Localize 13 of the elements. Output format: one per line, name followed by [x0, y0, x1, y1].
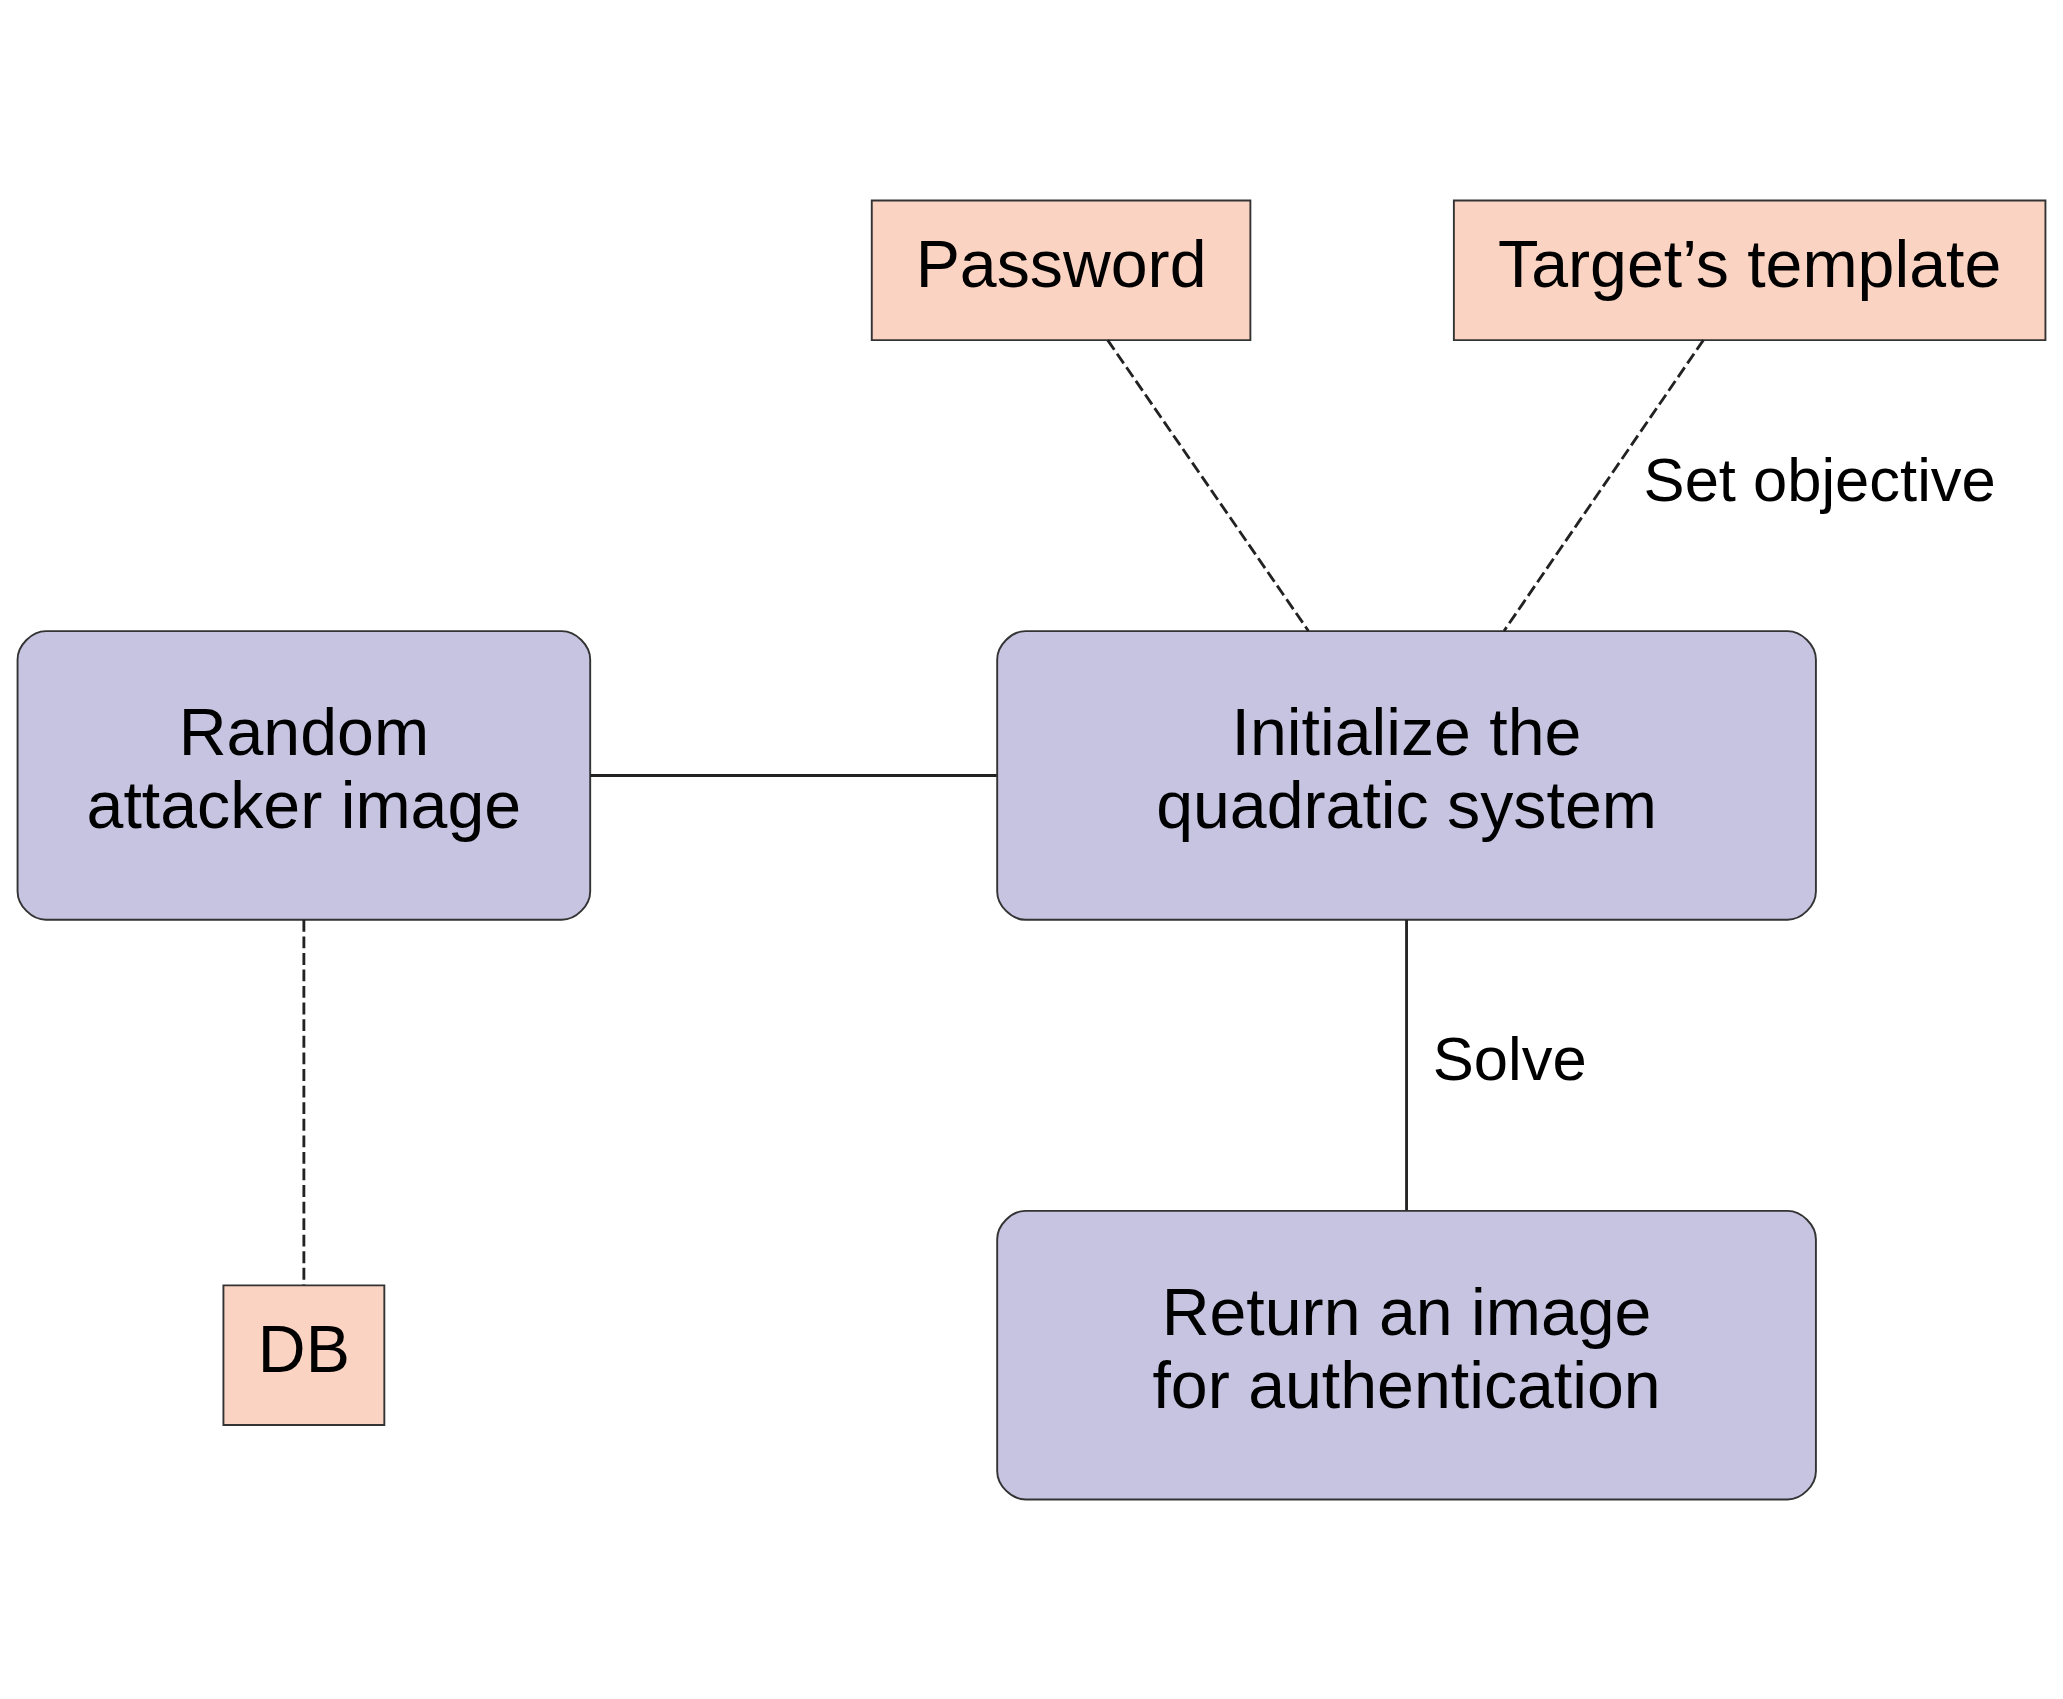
node-box: Return an image for authentication [996, 1209, 1817, 1500]
edge-label: Solve [1432, 1023, 1587, 1093]
node-box: DB [222, 1283, 386, 1426]
node-box: Password [870, 199, 1252, 341]
node-box: Initialize the quadratic system [996, 629, 1817, 921]
node-box: Target’s template [1452, 199, 2047, 341]
connector [1106, 338, 1310, 632]
node-box: Random attacker image [16, 629, 592, 921]
connector [1405, 919, 1408, 1210]
edge-label: Set objective [1643, 444, 1996, 514]
connector [590, 773, 997, 777]
connector [1502, 338, 1705, 632]
connector [302, 919, 306, 1285]
